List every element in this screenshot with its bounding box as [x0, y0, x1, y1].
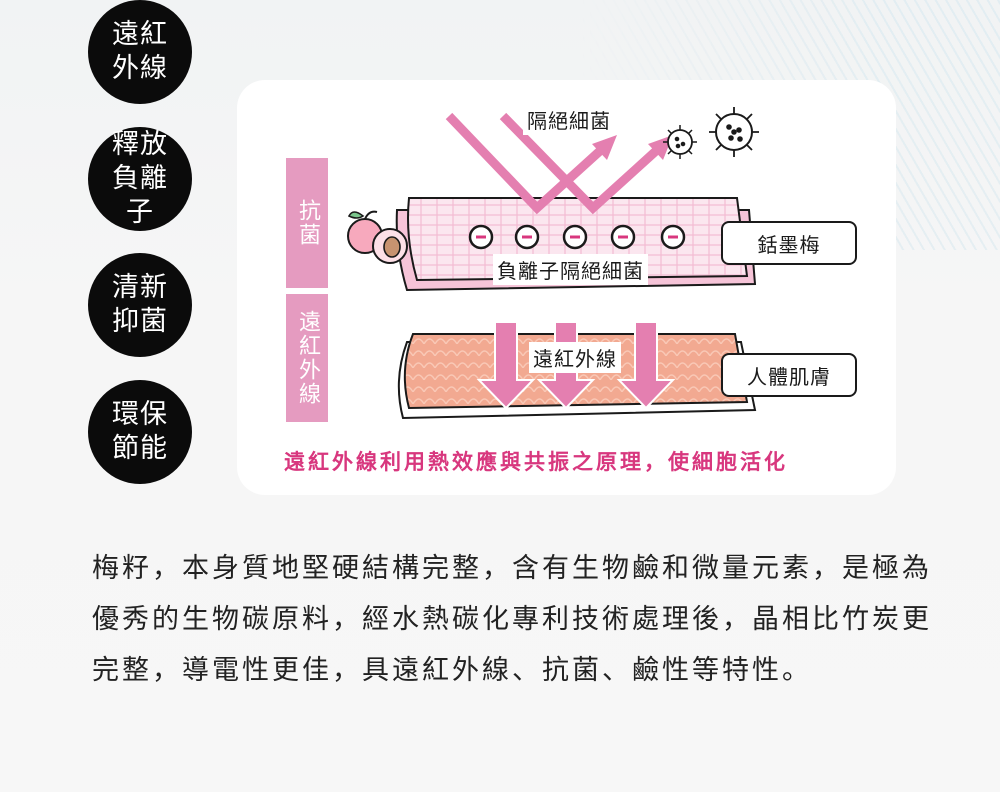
feature-label: 清新抑菌: [112, 272, 168, 337]
arrow-heads: [592, 135, 673, 160]
feature-negative-ions: 釋放負離子: [88, 127, 192, 231]
feature-antibacterial: 清新抑菌: [88, 253, 192, 357]
feature-label: 釋放負離子: [112, 129, 168, 228]
description-paragraph: 梅籽，本身質地堅硬結構完整，含有生物鹼和微量元素，是極為優秀的生物碳原料，經水熱…: [92, 553, 932, 686]
diagram-panel: 抗菌 遠紅外線 隔絕細菌 負離子隔絕細菌 遠紅外線 銛墨梅 人體肌膚 遠紅外線利…: [237, 80, 896, 495]
far-infrared-label: 遠紅外線: [295, 310, 320, 406]
diagram-illustration: [286, 107, 759, 422]
antibacterial-label-bg: [286, 158, 328, 288]
bacteria-icon: [709, 107, 759, 157]
negative-ions-text: 負離子隔絕細菌: [493, 254, 648, 285]
antibacterial-label: 抗菌: [295, 199, 320, 247]
far-infrared-text: 遠紅外線: [529, 342, 621, 373]
diagram-caption: 遠紅外線利用熱效應與共振之原理，使細胞活化: [284, 450, 788, 474]
feature-far-infrared: 遠紅外線: [88, 0, 192, 104]
deflection-arrows: [445, 112, 661, 215]
feature-eco-energy: 環保節能: [88, 380, 192, 484]
material-tag: 銛墨梅: [721, 221, 857, 265]
negative-ion-icons: [468, 224, 686, 250]
feature-label: 環保節能: [112, 399, 168, 464]
isolate-bacteria-text: 隔絕細菌: [523, 104, 615, 135]
skin-tag: 人體肌膚: [721, 353, 857, 397]
plum-icon: [347, 210, 408, 264]
bacteria-icon: [663, 125, 697, 159]
far-infrared-label-bg: [286, 294, 328, 422]
feature-label: 遠紅外線: [112, 19, 168, 84]
